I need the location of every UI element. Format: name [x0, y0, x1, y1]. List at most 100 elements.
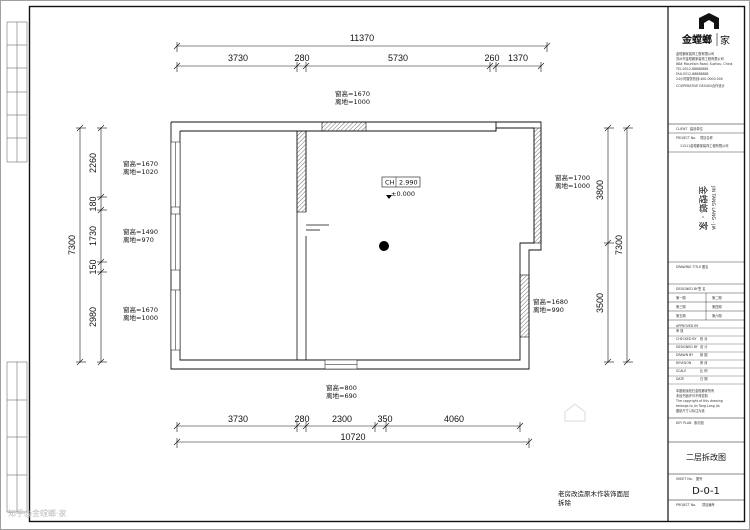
dim-bottom-seg-3: 2300	[332, 414, 352, 424]
dimension-labels: 11370 3730 280 5730 260 1370 3730 280 23…	[67, 33, 624, 442]
sheet-number: D-0-1	[692, 486, 720, 497]
window-left-lower-sill: 离地=1000	[123, 313, 158, 322]
designed-label: DESIGNED BY	[676, 287, 698, 291]
window-annotations: 窗高=1670 离地=1000 窗高=1670 离地=1020 窗高=1490 …	[123, 89, 590, 400]
window-right-lower-sill: 离地=990	[533, 305, 564, 314]
approved-by-label: APPROVED BY	[676, 324, 698, 328]
company-logo-icon	[699, 13, 719, 29]
project-label: PROJECT No.	[676, 136, 696, 140]
key-plan-value: 索引图	[694, 420, 704, 425]
sheet-no-label: SHEET No.	[676, 477, 693, 481]
dim-bottom-seg-4: 350	[377, 414, 392, 424]
cooperative-value: 合作设计	[712, 83, 726, 88]
key-plan-label: KEY PLAN	[676, 421, 692, 425]
window-left-middle-sill: 离地=970	[123, 235, 154, 244]
checked-by-label: CHECKED BY	[676, 337, 696, 341]
demolition-note-line-1: 老房改造原木作装饰面层	[558, 489, 630, 498]
project-value: 项目名称	[700, 135, 714, 140]
window-left-upper-sill: 离地=1020	[123, 167, 158, 176]
notice-line-2: 未经书面许可不得复制	[676, 393, 708, 398]
phase-3: 第三期	[676, 304, 686, 309]
date-value: 日 期	[700, 376, 707, 381]
dim-top-seg-5: 1370	[508, 53, 528, 63]
dim-left-total: 7300	[67, 235, 77, 255]
window-bottom-sill: 离地=690	[326, 391, 357, 400]
notice-line-4: belongs to Jin Tang Lang Jia	[676, 404, 720, 408]
dim-top-seg-2: 280	[294, 53, 309, 63]
phase-4: 第四期	[712, 304, 722, 309]
dim-left-seg-3: 1730	[88, 226, 98, 246]
drawn-by-label: DRAWN BY	[676, 353, 693, 357]
demolished-wall-right-upper	[533, 127, 542, 244]
sheet-name: 二层拆改图	[686, 452, 726, 462]
window-top-height: 窗高=1670	[335, 89, 370, 98]
phase-table	[668, 292, 744, 321]
designed-by-label: DESIGNED BY	[676, 345, 698, 349]
brand-pinyin: JIN TANG LANG · JIA	[710, 185, 716, 231]
drawn-by-value: 制 图	[700, 352, 707, 357]
client-value: 建设单位	[690, 126, 704, 131]
dim-right-seg-1: 3800	[595, 180, 605, 200]
phase-1: 第一期	[676, 295, 686, 300]
revision-label: REVISION	[676, 361, 692, 365]
approved-by-value: 审 核	[676, 328, 684, 333]
dim-bottom-total: 10720	[340, 432, 365, 442]
sheet-frame	[28, 5, 746, 523]
dim-top-seg-3: 5730	[388, 53, 408, 63]
phase-5: 第五期	[676, 313, 686, 318]
window-top-sill: 离地=1000	[335, 97, 370, 106]
window-left-upper-height: 窗高=1670	[123, 159, 158, 168]
notice-line-1: 本图纸版权归金螳螂家所有	[676, 388, 714, 393]
watermark-logo	[564, 403, 586, 422]
dim-right-seg-2: 3500	[595, 293, 605, 313]
checked-by-value: 校 对	[700, 336, 708, 341]
cooperative-label: COOPERATIVE DESIGN	[676, 84, 712, 88]
revision-value: 修 改	[700, 360, 708, 365]
dim-right-total: 7300	[614, 235, 624, 255]
sheet-no-value: 图号	[696, 476, 702, 481]
window-right-lower-height: 窗高=1680	[533, 297, 568, 306]
date-label: DATE	[676, 377, 684, 381]
watermark-text: 知乎@金螳螂·家	[8, 508, 67, 518]
floor-drain-dot	[379, 241, 389, 251]
notice-line-5: 图纸尺寸以标注为准	[676, 408, 705, 413]
title-block: 金螳螂 家 金螳螂家装饰工程有限公司 苏州市金螳螂家装饰工程有限公司 88# M…	[668, 13, 744, 507]
phase-2: 第二期	[712, 295, 722, 300]
bottom-window	[324, 359, 358, 370]
dim-left-seg-1: 2260	[88, 153, 98, 173]
project-no-label: PROJECT No.	[676, 503, 696, 507]
revision-strip	[6, 21, 28, 513]
dim-left-seg-4: 150	[88, 259, 98, 274]
phase-6: 第六期	[712, 313, 722, 318]
logo-text: 金螳螂	[681, 33, 712, 46]
ceiling-label: CH	[385, 179, 395, 187]
window-left-middle-height: 窗高=1490	[123, 227, 158, 236]
company-line-6: 24小时服务热线:400-0000-000	[676, 76, 723, 81]
logo-suffix: 家	[720, 34, 730, 47]
dim-left-seg-2: 180	[88, 196, 98, 211]
window-right-upper-sill: 离地=1000	[555, 181, 590, 190]
dim-bottom-seg-1: 3730	[228, 414, 248, 424]
project-no-value: 项目编号	[702, 502, 715, 507]
demolished-wall-partition	[296, 130, 307, 213]
designed-value: 签 名	[698, 286, 705, 291]
dim-bottom-seg-2: 280	[294, 414, 309, 424]
scale-label: SCALE	[676, 369, 686, 373]
project-number-text: 11011金螳螂家装饰工程有限公司	[680, 143, 728, 148]
dim-bottom-seg-5: 4060	[444, 414, 464, 424]
company-line-4: TEL:0512-88888888	[675, 67, 708, 71]
designed-by-value: 设 计	[700, 344, 708, 349]
window-bottom-height: 窗高=800	[326, 383, 357, 392]
drawing-title-value: 图名	[702, 264, 708, 269]
company-line-3: 88# Mountain Road, Suzhou, China	[676, 62, 733, 66]
notice-line-3: The copyright of this drawing	[675, 399, 723, 403]
dim-top-seg-4: 260	[484, 53, 499, 63]
ceiling-height-value: 2.990	[399, 179, 418, 187]
company-line-2: 苏州市金螳螂家装饰工程有限公司	[676, 56, 724, 61]
client-label: CLIENT	[676, 127, 687, 131]
outer-walls	[170, 121, 542, 370]
company-line-5: FAX:0512-88888888	[676, 72, 708, 76]
window-right-upper-height: 窗高=1700	[555, 173, 590, 182]
